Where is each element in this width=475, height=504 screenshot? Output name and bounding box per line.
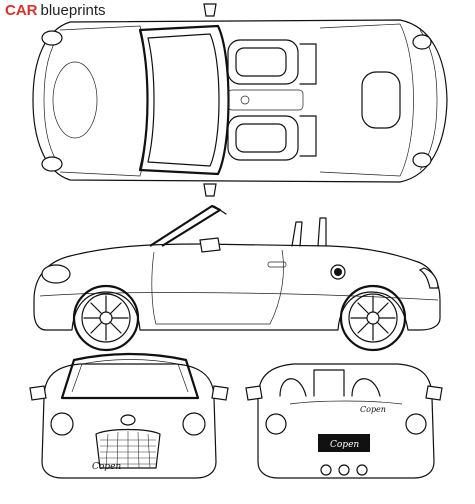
brand-suffix: blueprints bbox=[40, 2, 106, 19]
front-grille bbox=[95, 428, 161, 469]
rear-script-badge: Copen bbox=[360, 405, 386, 414]
taillight-right-top bbox=[412, 152, 432, 168]
mirror-right-top bbox=[203, 183, 217, 197]
rear-license-plate bbox=[318, 434, 370, 452]
headlight-right-top bbox=[41, 156, 63, 172]
front-script-badge: Copen bbox=[92, 462, 121, 472]
exhaust-left bbox=[320, 464, 332, 476]
windshield-front bbox=[60, 352, 200, 400]
rear-wheel-side bbox=[339, 284, 407, 352]
front-wheel-side bbox=[72, 284, 140, 352]
brand-logo: CAR blueprints bbox=[5, 2, 106, 20]
taillight-left-top bbox=[412, 34, 432, 50]
taillight-right-rear bbox=[405, 413, 427, 435]
mirror-left-rear bbox=[245, 385, 263, 401]
exhaust-center bbox=[338, 464, 350, 476]
fuel-cap bbox=[330, 264, 346, 280]
rear-view: Copen Copen bbox=[245, 363, 443, 479]
rear-deck-panel bbox=[361, 71, 401, 129]
mirror-right-front bbox=[211, 385, 229, 401]
front-view: Copen bbox=[29, 352, 229, 479]
rear-plate-text: Copen bbox=[330, 440, 359, 450]
brand-prefix: CAR bbox=[5, 2, 38, 19]
exhaust-right bbox=[356, 464, 368, 476]
mirror-left-front bbox=[29, 385, 47, 401]
front-emblem bbox=[120, 414, 136, 426]
mirror-right-rear bbox=[425, 385, 443, 401]
top-view bbox=[32, 3, 448, 197]
side-view bbox=[33, 204, 441, 352]
headlight-left-top bbox=[41, 30, 63, 46]
mirror-side bbox=[199, 237, 221, 253]
windshield-top bbox=[138, 24, 230, 176]
headlight-right-front bbox=[182, 412, 206, 436]
headlight-side bbox=[41, 264, 71, 284]
seat-right bbox=[227, 115, 299, 161]
mirror-left-top bbox=[203, 3, 217, 17]
seat-left bbox=[227, 39, 299, 85]
headlight-left-front bbox=[50, 412, 74, 436]
taillight-left-rear bbox=[265, 413, 287, 435]
